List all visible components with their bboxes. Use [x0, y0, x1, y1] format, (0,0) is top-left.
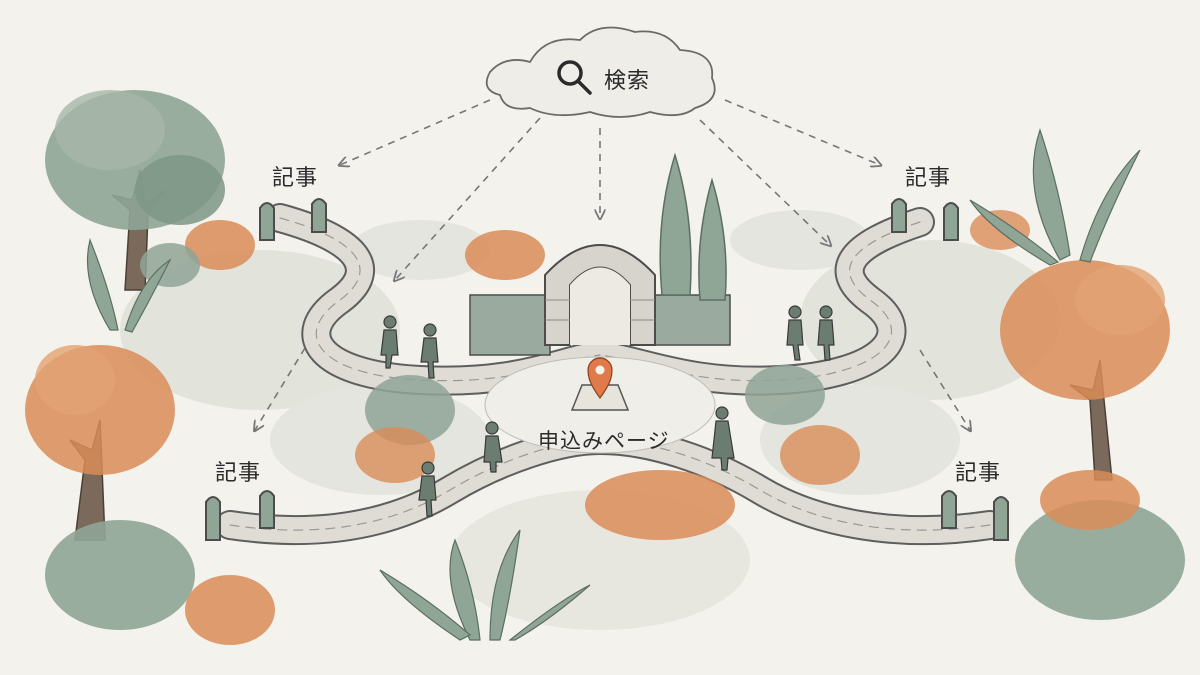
map-pin-icon: [570, 357, 630, 411]
search-arrows: [255, 99, 970, 430]
bushes: [45, 210, 1185, 645]
search-label: 検索: [604, 69, 651, 94]
left-tree-orange: [25, 345, 175, 541]
application-page-label: 申込みページ: [538, 429, 670, 453]
article-label-top-right: 記事: [905, 166, 952, 191]
magnifier-icon: [557, 60, 592, 95]
right-tree-orange: [1000, 260, 1170, 481]
cypress-trees: [659, 152, 727, 301]
left-tree-large: [45, 90, 225, 291]
stone-archway: [469, 244, 731, 356]
article-label-top-left: 記事: [272, 166, 319, 191]
gate-posts: [205, 198, 1009, 541]
article-label-bottom-right: 記事: [955, 461, 1002, 486]
search-cloud: [485, 26, 716, 118]
walkers: [380, 305, 835, 517]
article-label-bottom-left: 記事: [215, 461, 262, 486]
foliage-leaves: [87, 128, 1141, 641]
